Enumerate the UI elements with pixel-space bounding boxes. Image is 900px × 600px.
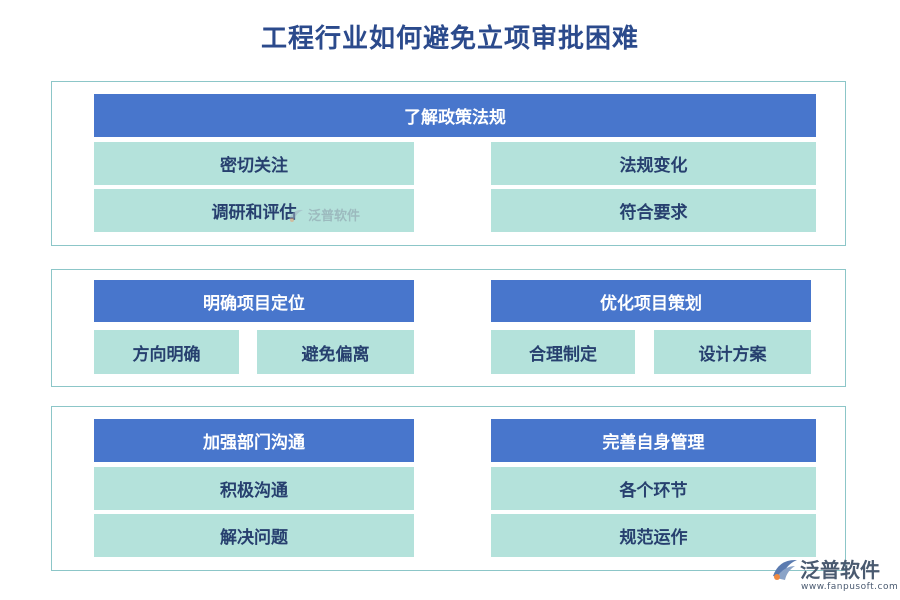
positioning-item-2: 避免偏离 [257,330,414,374]
section-communication-header: 加强部门沟通 [94,419,414,462]
brand-logo-text: 泛普软件 [800,558,880,582]
planning-item-1: 合理制定 [491,330,635,374]
page-title: 工程行业如何避免立项审批困难 [260,24,639,54]
policy-right-item-2: 符合要求 [491,189,816,232]
brand-logo: 泛普软件 www.fanpusoft.com [770,554,899,598]
watermark: 泛普软件 [287,205,360,224]
management-item-1: 各个环节 [491,467,816,510]
communication-item-2: 解决问题 [94,514,414,557]
section-management-header: 完善自身管理 [491,419,816,462]
communication-item-1: 积极沟通 [94,467,414,510]
planning-item-2: 设计方案 [654,330,811,374]
watermark-logo-icon [289,209,303,222]
policy-right-item-1: 法规变化 [491,142,816,185]
policy-left-item-1: 密切关注 [94,142,414,185]
watermark-text: 泛普软件 [308,209,361,224]
section-positioning-header: 明确项目定位 [94,280,414,322]
policy-left-item-2: 调研和评估 [94,189,414,232]
management-item-2: 规范运作 [491,514,816,557]
brand-logo-url: www.fanpusoft.com [801,582,899,592]
section-policy-header: 了解政策法规 [94,94,816,137]
positioning-item-1: 方向明确 [94,330,239,374]
section-planning-header: 优化项目策划 [491,280,811,322]
brand-logo-icon [773,559,797,580]
